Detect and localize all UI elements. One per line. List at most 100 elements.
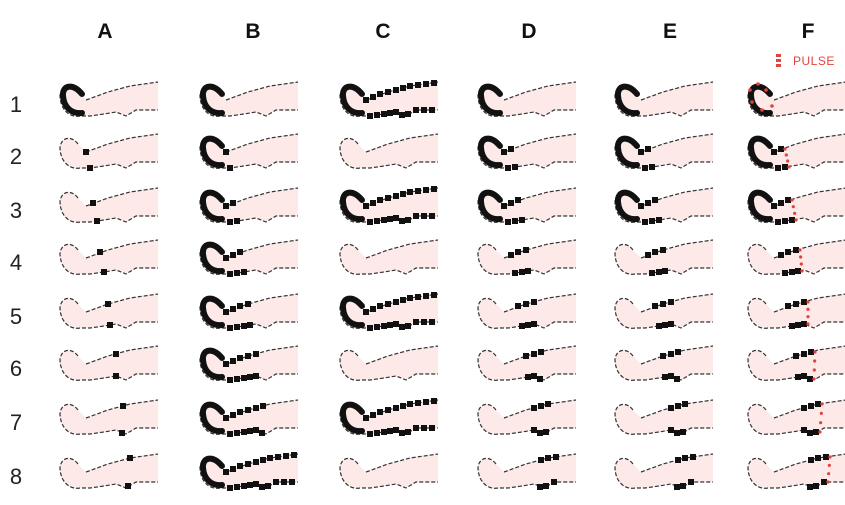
chamber-top [793, 353, 799, 359]
chamber-bottom [87, 165, 93, 171]
leg-cell-f8 [747, 453, 845, 490]
chamber-bottom [775, 219, 781, 225]
leg-cell-a6 [59, 345, 159, 381]
chamber-bottom [656, 323, 662, 329]
foot-chamber [199, 241, 225, 275]
leg-outline [59, 399, 159, 435]
leg-cell-f6 [747, 345, 845, 382]
pulse-dot [787, 165, 791, 169]
foot-chamber [199, 455, 225, 489]
chamber-bottom [405, 323, 411, 329]
chamber-bottom [247, 482, 253, 488]
chamber-bottom [519, 323, 525, 329]
chamber-top [523, 247, 529, 253]
chamber-bottom [413, 319, 419, 325]
leg-cell-c6 [339, 345, 439, 381]
row-label-6: 6 [10, 356, 22, 381]
leg-cell-d5 [477, 293, 577, 329]
chamber-bottom [519, 217, 525, 223]
leg-cell-b1 [199, 81, 299, 117]
chamber-bottom [393, 215, 399, 221]
leg-outline [339, 453, 439, 489]
chamber-top [253, 405, 259, 411]
chamber-bottom [381, 323, 387, 329]
chamber-top [645, 146, 651, 152]
chamber-top [785, 303, 791, 309]
chamber-bottom [381, 429, 387, 435]
leg-cell-b3 [199, 187, 299, 225]
chamber-bottom [387, 322, 393, 328]
leg-cell-d8 [477, 453, 577, 490]
leg-cell-d6 [477, 345, 577, 382]
chamber-top [523, 301, 529, 307]
chamber-bottom [241, 269, 247, 275]
chamber-bottom [429, 107, 435, 113]
chamber-bottom [367, 325, 373, 331]
chamber-bottom [656, 217, 662, 223]
chamber-top [400, 85, 406, 91]
chamber-top [253, 351, 259, 357]
chamber-bottom [801, 373, 807, 379]
foot-chamber [199, 83, 225, 117]
chamber-bottom [234, 430, 240, 436]
leg-cell-c5 [339, 292, 439, 331]
pulse-dot [813, 350, 817, 354]
row-label-5: 5 [10, 304, 22, 329]
pulse-dot [827, 463, 831, 467]
chamber-top [501, 149, 507, 155]
chamber-bottom [429, 213, 435, 219]
foot-chamber [59, 83, 85, 117]
chamber-top [531, 405, 537, 411]
pulse-dot [806, 307, 810, 311]
chamber-bottom [281, 479, 287, 485]
chamber-top [223, 469, 229, 475]
chamber-bottom [265, 483, 271, 489]
chamber-bottom [519, 269, 525, 275]
chamber-top [245, 407, 251, 413]
pulse-dot [770, 104, 774, 108]
chamber-bottom [531, 321, 537, 327]
chamber-bottom [399, 218, 405, 224]
chamber-bottom [642, 165, 648, 171]
chamber-top [223, 309, 229, 315]
chamber-top [230, 358, 236, 364]
chamber-top [423, 293, 429, 299]
chamber-top [377, 303, 383, 309]
chamber-bottom [537, 430, 543, 436]
chamber-top [645, 252, 651, 258]
pulse-legend-swatch-3 [776, 64, 781, 67]
chamber-bottom [421, 213, 427, 219]
chamber-top [808, 457, 814, 463]
foot-chamber [199, 295, 225, 329]
chamber-bottom [367, 113, 373, 119]
chamber-top [771, 149, 777, 155]
chamber-top [237, 249, 243, 255]
leg-outline [59, 187, 159, 223]
chamber-bottom [531, 427, 537, 433]
chamber-top [801, 299, 807, 305]
chamber-bottom [537, 376, 543, 382]
column-label-d: D [521, 20, 536, 43]
leg-outline [614, 399, 714, 435]
pulse-dot [819, 411, 823, 415]
chamber-top [407, 83, 413, 89]
chamber-bottom [259, 430, 265, 436]
leg-outline [614, 453, 714, 489]
chamber-bottom [813, 429, 819, 435]
foot-chamber [747, 135, 773, 169]
pulse-dot [820, 402, 824, 406]
chamber-bottom [429, 425, 435, 431]
column-label-c: C [375, 20, 390, 43]
chamber-top [83, 149, 89, 155]
chamber-top [363, 309, 369, 315]
column-label-e: E [663, 20, 677, 43]
chamber-top [377, 197, 383, 203]
chamber-bottom [680, 429, 686, 435]
chamber-top [778, 252, 784, 258]
leg-cell-f1 [747, 81, 845, 117]
leg-outline [477, 399, 577, 435]
pulse-legend-swatch-2 [776, 59, 781, 62]
leg-cell-c1 [339, 80, 439, 119]
chamber-bottom [789, 269, 795, 275]
chamber-top [538, 457, 544, 463]
